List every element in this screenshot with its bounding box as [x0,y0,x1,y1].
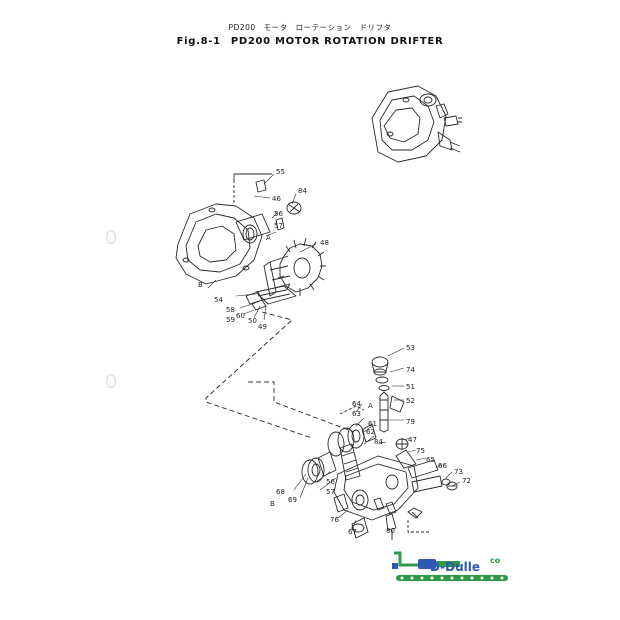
callout-79: 79 [406,418,415,426]
callout-52: 52 [406,397,415,405]
callout-56-upper: 56 [274,210,283,218]
assembly-guide-line-a [205,311,313,439]
callout-46: 46 [272,195,281,203]
callout-66: 66 [438,462,447,470]
callout-50: 50 [248,317,257,325]
callout-57-lower: 57 [326,488,335,496]
callout-53: 53 [406,344,415,352]
callout-54: 54 [214,296,223,304]
callout-58: 58 [226,306,235,314]
callout-65: 65 [426,456,435,464]
callout-69: 69 [288,496,297,504]
callout-49: 49 [258,323,267,331]
callout-57-upper: 57 [274,222,283,230]
callout-74: 74 [406,366,415,374]
callout-a-lower: A [368,402,373,410]
company-logo: D-Dulle co [392,551,508,581]
callout-80: 80 [386,527,395,535]
figure-title: Fig.8-1 PD200 MOTOR ROTATION DRIFTER [0,36,620,47]
callout-73: 73 [454,468,463,476]
callout-72: 72 [462,477,471,485]
callout-84-upper: 84 [298,187,307,195]
callout-61: 61 [368,420,377,428]
callout-48: 48 [320,239,329,247]
callout-63: 63 [352,410,361,418]
callout-76: 76 [330,516,339,524]
figure-number: Fig.8-1 [176,36,221,47]
callout-60: 60 [236,312,245,320]
callout-55: 55 [276,168,285,176]
japanese-title: PD200 モータ ローテーション ドリフタ [228,23,392,32]
callout-68: 68 [276,488,285,496]
upper-housing-exploded [175,173,326,311]
callout-67: 67 [348,528,357,536]
callout-56-lower: 56 [326,478,335,486]
binder-hole-bottom [106,374,116,388]
callout-b-lower: B [270,500,275,508]
callout-59: 59 [226,316,235,324]
part-callouts: 55 46 84 56 57 A 48 B 54 58 59 60 50 49 … [198,168,471,536]
callout-75: 75 [416,447,425,455]
callout-a-upper: A [266,234,271,242]
binder-hole-top [106,230,116,244]
callout-b-upper: B [198,281,203,289]
figure-title-text: PD200 MOTOR ROTATION DRIFTER [230,36,444,47]
assembled-drifter-illustration [371,85,462,163]
callout-64: 64 [352,400,361,408]
lower-assembly-exploded [301,356,458,540]
logo-subtext: co [490,556,501,565]
logo-text: D-Dulle [430,560,480,574]
callout-62: 62 [366,428,375,436]
callout-51: 51 [406,383,415,391]
callout-84-lower: 84 [374,438,383,446]
leader-lines [207,173,461,540]
assembly-guide-line-b [248,381,355,433]
callout-47: 47 [408,436,417,444]
